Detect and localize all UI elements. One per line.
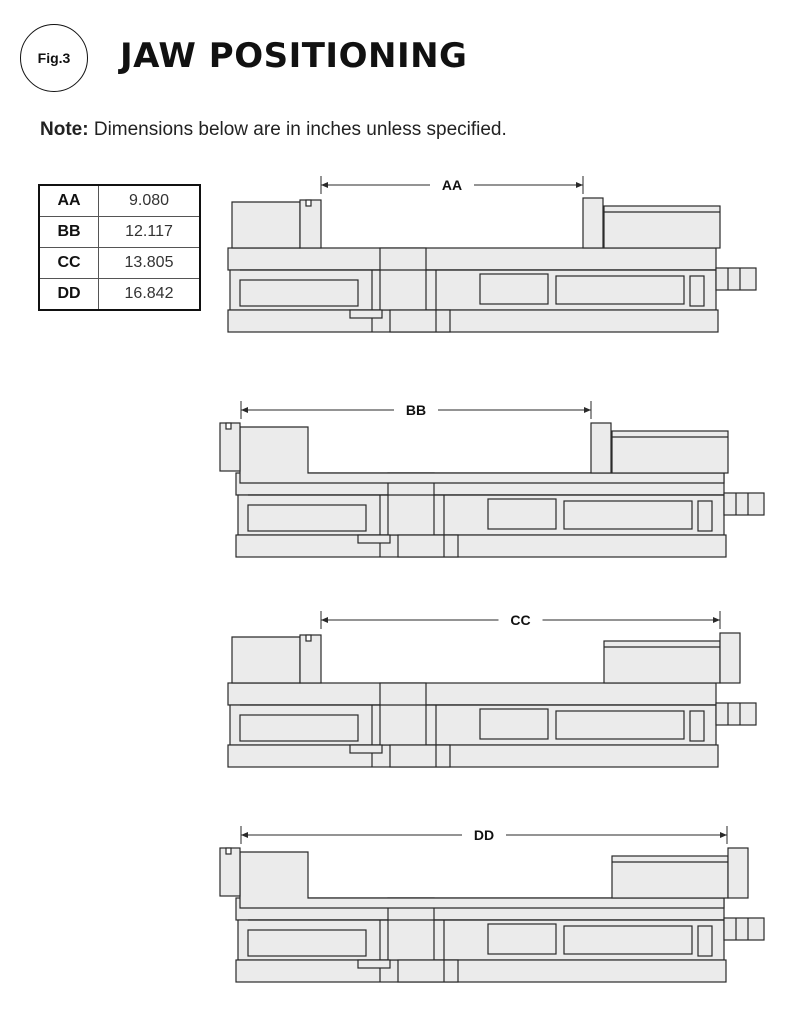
- bed-slot-right: [555, 275, 685, 305]
- screw-nut: [689, 710, 705, 742]
- left-body: [231, 636, 301, 684]
- arrow-head-right: [720, 832, 727, 838]
- figure-badge: Fig.3: [20, 24, 88, 92]
- dimension-label-cc: CC: [510, 612, 530, 628]
- dimension-code: BB: [38, 216, 99, 248]
- bed-slot-left: [239, 279, 359, 307]
- arrow-head-left: [321, 617, 328, 623]
- bed-slot-right: [555, 710, 685, 740]
- bed-slot-right: [563, 500, 693, 530]
- right-movable-block: [611, 855, 729, 899]
- center-block: [379, 247, 427, 311]
- bed-slot-left: [247, 504, 367, 532]
- jaw-notch: [225, 847, 232, 855]
- base-center-block: [397, 959, 459, 983]
- arrow-head-left: [241, 407, 248, 413]
- jaw-notch: [305, 634, 312, 642]
- screw-nut: [697, 925, 713, 957]
- left-jaw-plate: [219, 847, 241, 897]
- vise-base: [227, 744, 719, 768]
- screw-end: [715, 702, 757, 726]
- bed-window: [487, 923, 557, 955]
- dimension-label-bb: BB: [406, 402, 426, 418]
- vise-base: [227, 309, 719, 333]
- jaw-notch: [305, 199, 312, 207]
- base-notch: [349, 309, 383, 319]
- right-movable-block: [603, 205, 721, 249]
- right-jaw-plate: [719, 632, 741, 684]
- base-center-block: [397, 534, 459, 558]
- arrow-head-left: [321, 182, 328, 188]
- vise-base: [235, 534, 727, 558]
- note: Note: Dimensions below are in inches unl…: [40, 119, 507, 141]
- vise-diagram-cc: CC: [227, 611, 757, 768]
- note-label: Note:: [40, 119, 89, 140]
- right-jaw-plate: [727, 847, 749, 899]
- base-center-block: [389, 744, 451, 768]
- bed-window: [487, 498, 557, 530]
- left-jaw-plate: [299, 634, 322, 684]
- table-row: CC 13.805: [38, 247, 201, 279]
- bed-slot-left: [239, 714, 359, 742]
- dimensions-table: AA 9.080 BB 12.117 CC 13.805 DD 16.842: [38, 184, 201, 311]
- screw-nut: [689, 275, 705, 307]
- figure-label: Fig.3: [37, 50, 71, 66]
- page-title: JAW POSITIONING: [120, 36, 468, 76]
- jaw-notch: [225, 422, 232, 430]
- arrow-head-right: [576, 182, 583, 188]
- base-notch: [357, 534, 391, 544]
- screw-end: [723, 917, 765, 941]
- base-center-block: [389, 309, 451, 333]
- bed-window: [479, 708, 549, 740]
- dimension-value: 12.117: [98, 216, 201, 248]
- center-block: [379, 682, 427, 746]
- vise-base: [235, 959, 727, 983]
- dimension-code: CC: [38, 247, 99, 279]
- vise-bed-top: [227, 682, 717, 706]
- arrow-head-right: [713, 617, 720, 623]
- dimension-code: DD: [38, 278, 99, 311]
- bed-window: [479, 273, 549, 305]
- left-jaw-plate: [299, 199, 322, 249]
- right-jaw-plate: [590, 422, 612, 474]
- vise-diagram-aa: AA: [227, 176, 757, 333]
- screw-end: [715, 267, 757, 291]
- vise-bed-top: [227, 247, 717, 271]
- arrow-head-right: [584, 407, 591, 413]
- left-body: [231, 201, 301, 249]
- table-row: DD 16.842: [38, 278, 201, 311]
- base-notch: [357, 959, 391, 969]
- screw-end: [723, 492, 765, 516]
- base-notch: [349, 744, 383, 754]
- right-jaw-plate: [582, 197, 604, 249]
- vise-diagram-bb: BB: [219, 401, 765, 558]
- bed-slot-right: [563, 925, 693, 955]
- arrow-head-left: [241, 832, 248, 838]
- right-movable-block: [611, 430, 729, 474]
- dimension-value: 16.842: [98, 278, 201, 311]
- screw-nut: [697, 500, 713, 532]
- note-text: Dimensions below are in inches unless sp…: [88, 119, 507, 140]
- bed-slot-left: [247, 929, 367, 957]
- left-jaw-plate: [219, 422, 241, 472]
- dimension-label-aa: AA: [442, 177, 462, 193]
- table-row: BB 12.117: [38, 216, 201, 248]
- vise-diagram-dd: DD: [219, 826, 765, 983]
- dimension-label-dd: DD: [474, 827, 494, 843]
- dimension-value: 13.805: [98, 247, 201, 279]
- right-movable-block: [603, 640, 721, 684]
